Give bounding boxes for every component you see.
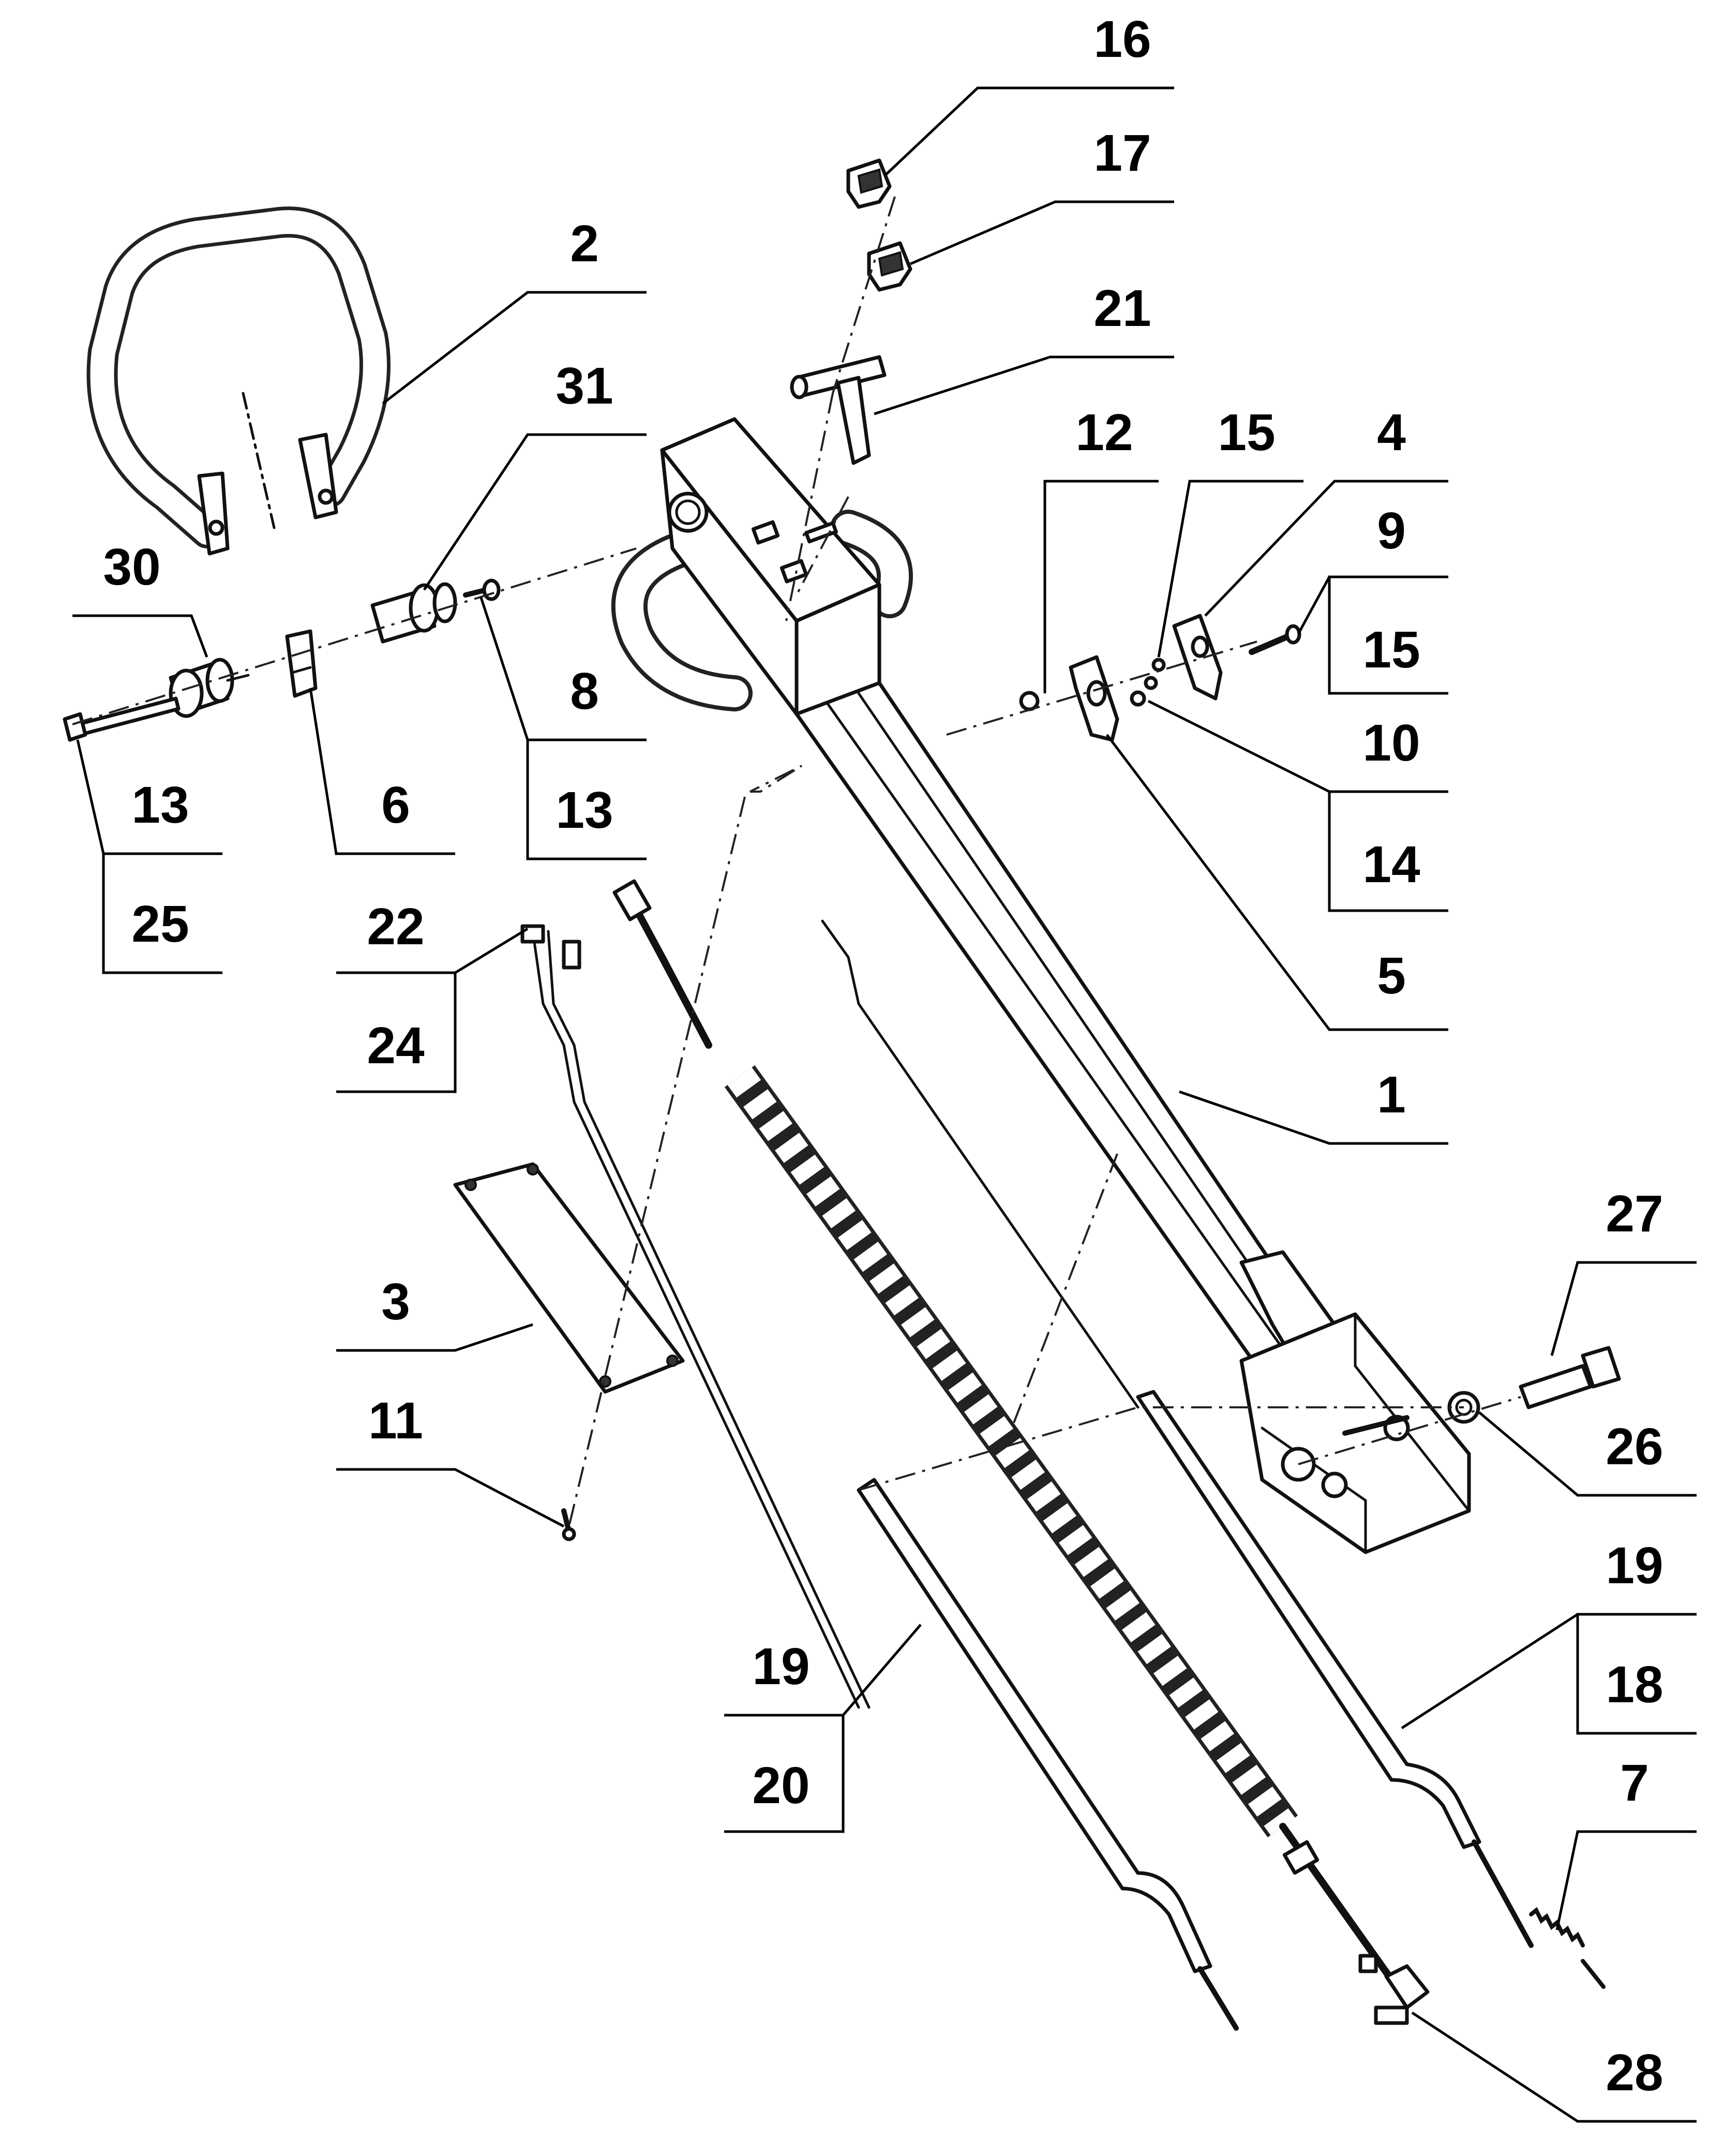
part-1-main-tube: [794, 681, 1471, 1554]
part-9-screw: [1249, 624, 1301, 655]
part-15-washer: [1151, 658, 1166, 672]
part-28-fitting: [1374, 1964, 1430, 2025]
callout-13-center: 13: [556, 781, 613, 839]
callout-20: 20: [752, 1757, 809, 1815]
callout-15-upper: 15: [1218, 404, 1275, 462]
part-12-nut: [1019, 691, 1040, 711]
callout-28: 28: [1606, 2044, 1663, 2102]
part-spiral-cable: [612, 879, 1400, 1990]
callout-16: 16: [1093, 10, 1151, 68]
part-27-bolt: [1519, 1346, 1621, 1409]
part-13-bolt: [63, 696, 181, 742]
callout-labels: 16 17 2 21 31 12 15 4 9 15 30 8 10 13 6 …: [103, 10, 1663, 2102]
assembly-axes: [72, 196, 1521, 1527]
callout-6: 6: [381, 776, 410, 834]
callout-21: 21: [1093, 279, 1151, 337]
callout-5: 5: [1377, 947, 1406, 1005]
callout-9: 9: [1377, 502, 1406, 560]
part-19-20-cable-left: [857, 1478, 1239, 2031]
part-17-connector: [867, 241, 912, 292]
callout-13-left: 13: [131, 776, 189, 834]
part-11-screw: [561, 1508, 576, 1541]
callout-2: 2: [570, 215, 599, 273]
part-2-loop-handle: [86, 206, 391, 556]
callout-11: 11: [368, 1392, 423, 1450]
part-21-pin: [790, 355, 887, 465]
part-22-24-wire-harness: [520, 924, 871, 1709]
part-5-plate: [1069, 655, 1119, 742]
callout-19-right: 19: [1606, 1537, 1663, 1595]
part-3-cover-plate: [453, 1162, 685, 1394]
callout-12: 12: [1075, 404, 1133, 462]
callout-26: 26: [1606, 1418, 1663, 1476]
callout-25: 25: [131, 895, 189, 953]
callout-3: 3: [381, 1273, 410, 1331]
callout-30: 30: [103, 538, 160, 596]
callout-31: 31: [556, 357, 613, 415]
part-handle-housing: [611, 417, 913, 716]
leader-lines: [72, 86, 1697, 2123]
part-7-spring: [1529, 1907, 1606, 1989]
part-31-pivot: [370, 582, 457, 644]
callout-18: 18: [1606, 1656, 1663, 1714]
callout-7: 7: [1620, 1754, 1649, 1812]
callout-15-lower: 15: [1362, 621, 1420, 679]
part-16-connector: [846, 158, 892, 209]
callout-17: 17: [1093, 124, 1151, 182]
callout-10: 10: [1362, 714, 1420, 772]
part-6-clip: [285, 629, 318, 698]
part-10-nut: [1130, 676, 1158, 707]
callout-8: 8: [570, 662, 599, 720]
callout-19-left: 19: [752, 1638, 809, 1696]
callout-4: 4: [1377, 404, 1406, 462]
part-30-hub: [169, 658, 250, 718]
callout-14: 14: [1362, 836, 1420, 894]
callout-1: 1: [1377, 1066, 1406, 1124]
callout-24: 24: [367, 1017, 425, 1075]
part-4-plate: [1172, 614, 1223, 701]
callout-27: 27: [1606, 1185, 1663, 1243]
part-18-19-cable-right: [821, 919, 1534, 1948]
callout-22: 22: [367, 898, 424, 956]
